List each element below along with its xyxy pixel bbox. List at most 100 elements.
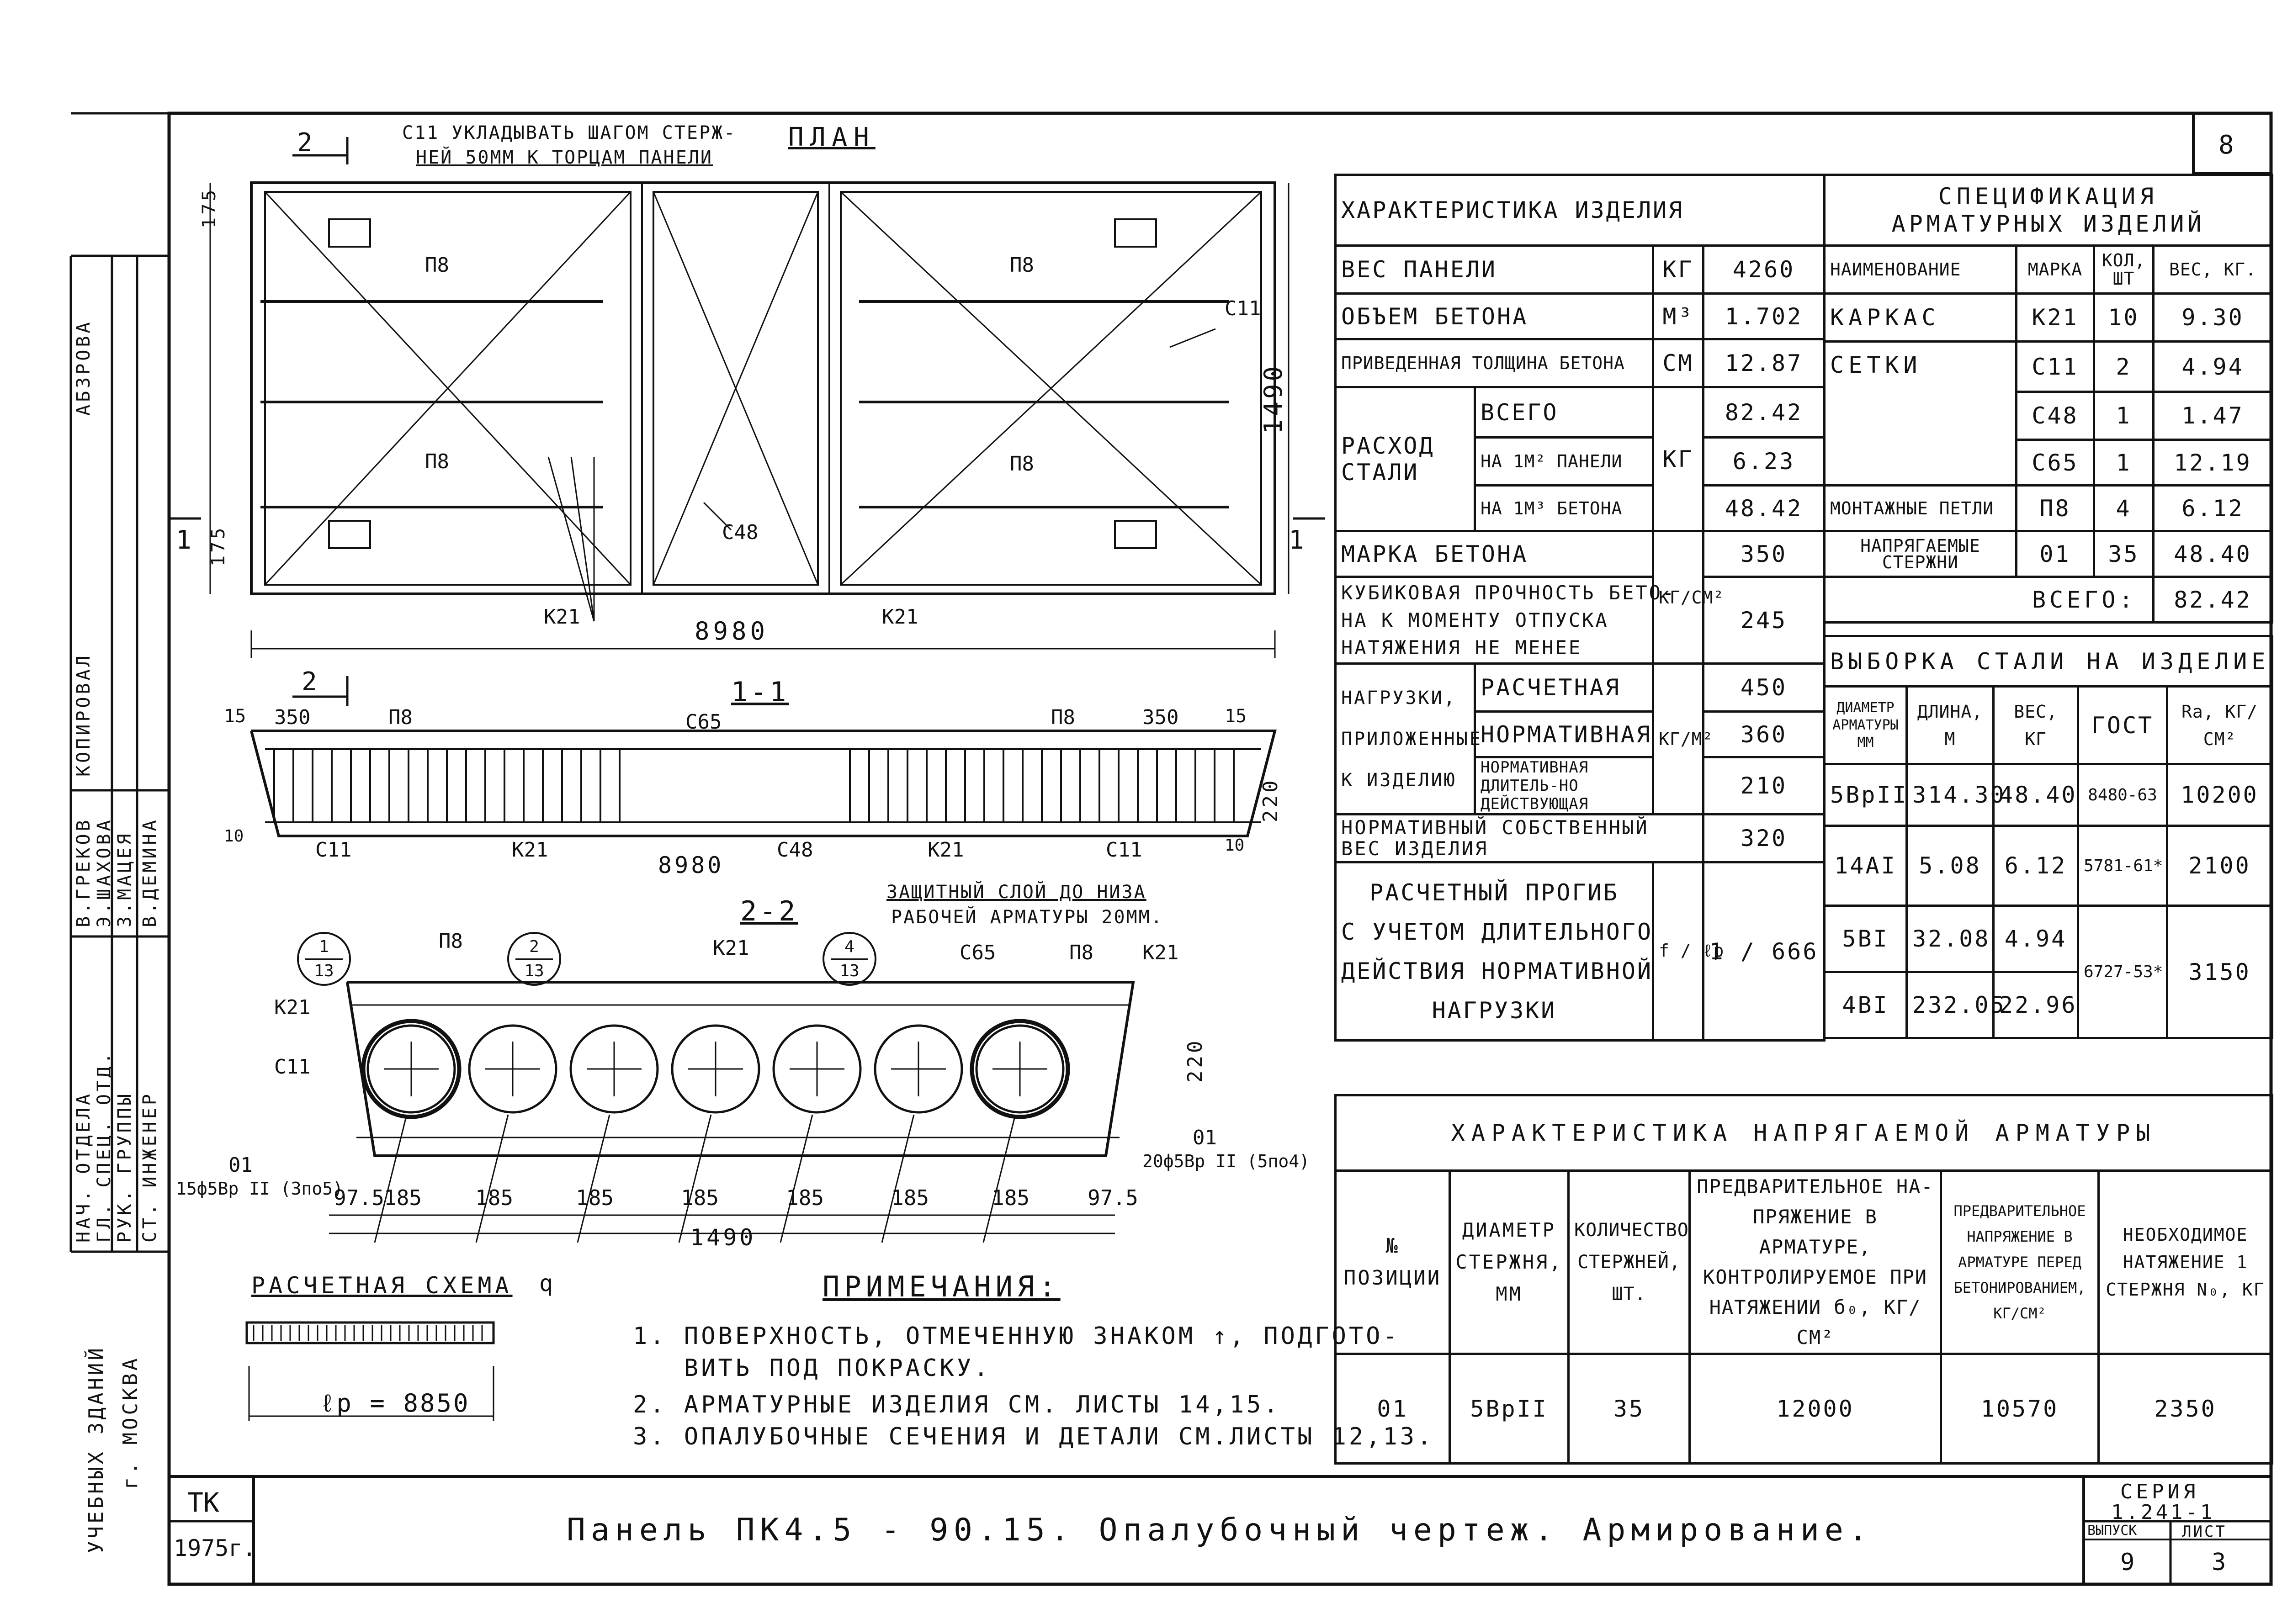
spec-row-5-mark: П8	[2015, 484, 2095, 532]
note-line-3: 2. АРМАТУРНЫЕ ИЗДЕЛИЯ СМ. ЛИСТЫ 14,15.	[633, 1391, 1281, 1418]
specification-header: СПЕЦИФИКАЦИЯ АРМАТУРНЫХ ИЗДЕЛИЙ	[1823, 174, 2274, 247]
sel-row-4-length: 232.05	[1905, 971, 2004, 1039]
sel-row-4-weight: 22.96	[1992, 971, 2079, 1039]
deflection-line-3: ДЕЙСТВИЯ НОРМАТИВНОЙ	[1341, 957, 1653, 984]
loads-label: НАГРУЗКИ, ПРИЛОЖЕННЫЕ К ИЗДЕЛИЮ	[1334, 662, 1481, 815]
concrete-volume-label: ОБЪЕМ БЕТОНА	[1334, 292, 1654, 340]
panel-weight-unit: КГ	[1652, 244, 1704, 295]
load-normative-label: НОРМАТИВНАЯ	[1474, 710, 1654, 758]
s22-left-bars: 15ф5Вр II (3по5)	[176, 1179, 344, 1199]
pre-col-stress-control: ПРЕДВАРИТЕЛЬНОЕ НА-ПРЯЖЕНИЕ В АРМАТУРЕ, …	[1688, 1169, 1942, 1355]
spec-col-qty: КОЛ, ШТ	[2093, 244, 2155, 295]
s11-label-k21-2: К21	[928, 838, 964, 862]
s11-dim-350-right: 350	[1142, 706, 1179, 729]
stamp-role-2: ГЛ. СПЕЦ. ОТД.	[94, 1050, 115, 1243]
s22-label-k21-1: К21	[713, 936, 749, 960]
s22-dim-width: 1490	[690, 1224, 756, 1251]
sel-row-2-ra: 2100	[2165, 825, 2274, 907]
load-long-label: НОРМАТИВНАЯ ДЛИТЕЛЬ-НО ДЕЙСТВУЮЩАЯ	[1474, 756, 1654, 815]
deflection-unit: f / ℓр	[1652, 861, 1724, 1042]
concrete-volume-value: 1.702	[1702, 292, 1826, 340]
sel-row-2-diameter: 14АI	[1823, 825, 1908, 907]
pre-row-pos: 01	[1334, 1353, 1451, 1465]
plan-label-p8-1: П8	[425, 254, 449, 277]
spacing-label: 185	[992, 1185, 1030, 1210]
pre-col-pos: № ПОЗИЦИИ	[1334, 1169, 1451, 1355]
reduced-thickness-value: 12.87	[1702, 338, 1826, 388]
s11-label-c11-2: С11	[1106, 838, 1142, 862]
plan-note-2: НЕЙ 50ММ К ТОРЦАМ ПАНЕЛИ	[416, 147, 713, 168]
spec-row-2-weight: 4.94	[2152, 340, 2274, 393]
concrete-grade-label: МАРКА БЕТОНА	[1334, 530, 1654, 578]
section-mark-2-bottom: 2	[302, 667, 317, 697]
stamp-upper-2: АБЗРОВА	[73, 319, 94, 416]
cube-strength-line-1: КУБИКОВАЯ ПРОЧНОСТЬ БЕТО-	[1341, 581, 1676, 604]
spacing-label: 185	[384, 1185, 422, 1210]
plan-label-k21-2: К21	[882, 605, 918, 629]
spec-total-label: ВСЕГО:	[2016, 576, 2155, 624]
specification-table: СПЕЦИФИКАЦИЯ АРМАТУРНЫХ ИЗДЕЛИЙ НАИМЕНОВ…	[1823, 174, 2274, 624]
steel-label: РАСХОД СТАЛИ	[1334, 386, 1476, 532]
stamp-name-2: Э.ШАХОВА	[94, 817, 115, 927]
pre-row-qty: 35	[1567, 1353, 1691, 1465]
loads-label-3: К ИЗДЕЛИЮ	[1341, 769, 1457, 791]
sel-row-3-diameter: 5ВI	[1823, 905, 1908, 973]
spec-row-6-qty: 35	[2093, 530, 2155, 578]
load-long-value: 210	[1702, 756, 1826, 815]
section-2-2-voids	[361, 1019, 1070, 1243]
spec-row-2-name: СЕТКИ	[1823, 340, 2017, 487]
spacing-label: 185	[786, 1185, 824, 1210]
spacing-label: 97.5	[1088, 1185, 1138, 1210]
stamp-role-1: НАЧ. ОТДЕЛА	[73, 1091, 94, 1243]
spec-row-4-mark: С65	[2015, 439, 2095, 487]
load-design-value: 450	[1702, 662, 1826, 713]
panel-weight-label: ВЕС ПАНЕЛИ	[1334, 244, 1654, 295]
spec-header-1: СПЕЦИФИКАЦИЯ	[1938, 183, 2159, 210]
sel-row-2-weight: 6.12	[1992, 825, 2079, 907]
sheet-title: Панель ПК4.5 - 90.15. Опалубочный чертеж…	[567, 1512, 1873, 1548]
s22-label-o1-left: 01	[228, 1153, 253, 1177]
steel-label-2: СТАЛИ	[1341, 459, 1419, 486]
plan-note-1: С11 УКЛАДЫВАТЬ ШАГОМ СТЕРЖ-	[402, 122, 737, 143]
sel-row-3-weight: 4.94	[1992, 905, 2079, 973]
steel-total-value: 82.42	[1702, 386, 1826, 439]
concrete-volume-unit: М³	[1652, 292, 1704, 340]
s22-label-k21-2: К21	[1142, 941, 1179, 964]
s11-label-c48: С48	[777, 838, 813, 862]
issue-label: ВЫПУСК	[2087, 1523, 2137, 1539]
issue-value: 9	[2120, 1549, 2135, 1576]
loads-unit: КГ/М²	[1652, 662, 1713, 815]
note-line-4: 3. ОПАЛУБОЧНЫЕ СЕЧЕНИЯ И ДЕТАЛИ СМ.ЛИСТЫ…	[633, 1423, 1434, 1450]
s22-label-o1-right: 01	[1193, 1126, 1217, 1149]
protect-note-1: ЗАЩИТНЫЙ СЛОЙ ДО НИЗА	[886, 882, 1146, 903]
sel-row-3-ra: 3150	[2165, 905, 2274, 1039]
pre-col-diameter: ДИАМЕТР СТЕРЖНЯ, ММ	[1449, 1169, 1570, 1355]
s11-label-c11-1: С11	[315, 838, 352, 862]
spec-col-name: НАИМЕНОВАНИЕ	[1823, 244, 2017, 295]
sheet-number: 8	[2218, 130, 2234, 160]
s11-dim-length: 8980	[658, 852, 724, 878]
sel-row-3-length: 32.08	[1905, 905, 1995, 973]
protect-note-2: РАБОЧЕЙ АРМАТУРЫ 20ММ.	[891, 907, 1163, 928]
sel-row-2-gost: 5781-61*	[2077, 825, 2168, 907]
stamp-org-2: г. МОСКВА	[119, 1355, 142, 1489]
sheet-org: ТК	[187, 1487, 219, 1518]
calc-load-ticks	[253, 1325, 483, 1341]
sel-row-1-length: 314.30	[1905, 763, 2004, 827]
note-line-1: 1. ПОВЕРХНОСТЬ, ОТМЕЧЕННУЮ ЗНАКОМ ↑, ПОД…	[633, 1322, 1400, 1350]
pre-row-stress-control: 12000	[1688, 1353, 1942, 1465]
series-value: 1.241-1	[2111, 1501, 2215, 1524]
sheet-value: 3	[2212, 1549, 2226, 1576]
plan-label-p8-3: П8	[1010, 254, 1034, 277]
load-design-label: РАСЧЕТНАЯ	[1474, 662, 1654, 713]
s22-label-k21-3: К21	[274, 996, 311, 1019]
sheet-year: 1975г.	[174, 1535, 256, 1561]
cube-strength-value: 245	[1702, 576, 1826, 665]
prestress-table: ХАРАКТЕРИСТИКА НАПРЯГАЕМОЙ АРМАТУРЫ № ПО…	[1334, 1094, 2274, 1465]
s11-dim-350-left: 350	[274, 706, 311, 729]
self-weight-line-1: НОРМАТИВНЫЙ СОБСТВЕННЫЙ	[1341, 816, 1649, 839]
steel-m3-value: 48.42	[1702, 484, 1826, 532]
